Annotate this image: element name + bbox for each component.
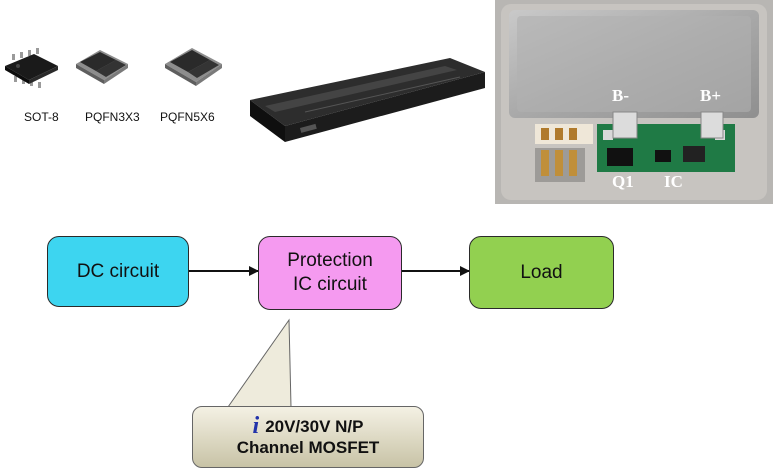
load-box: Load — [469, 236, 614, 309]
callout-line-1: 20V/30V N/P — [265, 417, 364, 436]
protection-ic-box: Protection IC circuit — [258, 236, 402, 310]
b-minus-label: B- — [612, 86, 629, 105]
callout-line-2: Channel MOSFET — [236, 438, 380, 457]
b-plus-label: B+ — [700, 86, 722, 105]
laptop-battery-image — [250, 58, 485, 142]
mosfet-callout: i 20V/30V N/P Channel MOSFET — [192, 406, 424, 468]
callout-pointer — [227, 318, 292, 408]
pqfn5x6-label: PQFN5X6 — [160, 110, 215, 124]
pqfn3x3-chip-image — [76, 50, 128, 84]
pqfn5x6-chip-image — [165, 48, 222, 86]
q1-label: Q1 — [612, 172, 634, 191]
pqfn3x3-label: PQFN3X3 — [85, 110, 140, 124]
sot8-label: SOT-8 — [24, 110, 59, 124]
package-images — [5, 48, 222, 88]
sot8-chip-image — [5, 48, 58, 88]
brand-logo-icon: i — [252, 413, 260, 439]
dc-circuit-box: DC circuit — [47, 236, 189, 307]
load-label: Load — [520, 261, 563, 283]
battery-pcb-photo — [495, 0, 773, 204]
dc-circuit-label: DC circuit — [76, 260, 160, 282]
ic-label: IC — [664, 172, 683, 191]
protection-ic-label: Protection IC circuit — [287, 250, 373, 295]
